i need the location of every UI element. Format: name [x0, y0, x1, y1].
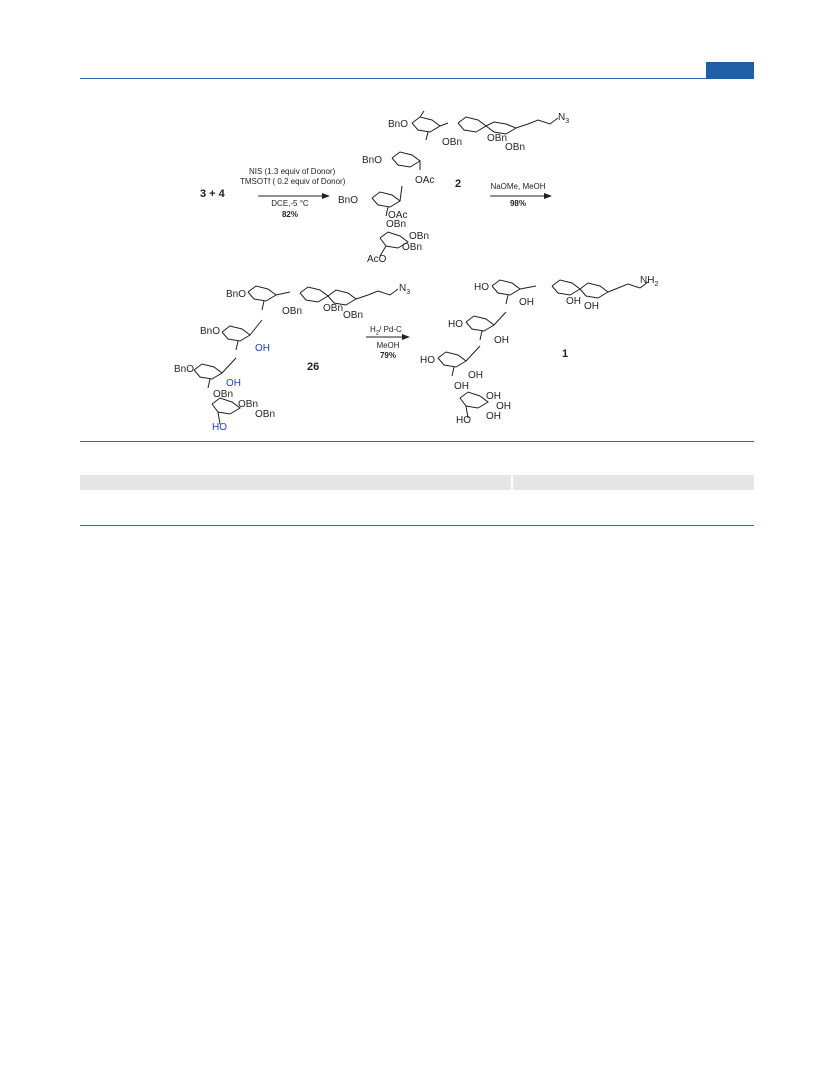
- c2-obn-3: OBn: [505, 142, 526, 153]
- c2-aco: AcO: [367, 254, 387, 265]
- c26-obn-4: OBn: [213, 389, 234, 400]
- c26-bno-1: BnO: [226, 289, 247, 300]
- c26-oh-2: OH: [226, 378, 241, 389]
- c26-bno-3: BnO: [174, 364, 195, 375]
- arrowhead-step3: [402, 334, 410, 340]
- table-bottom-rule: [80, 525, 754, 526]
- c2-obn-1: OBn: [442, 137, 463, 148]
- c1-oh-2: OH: [566, 296, 581, 307]
- table-header-band: [80, 475, 754, 490]
- compound-26-label: 26: [307, 361, 320, 373]
- c1-oh-3: OH: [584, 301, 599, 312]
- scheme-drawing: [193, 110, 649, 425]
- header-tab: [706, 62, 754, 79]
- arrowhead-step1: [322, 193, 330, 199]
- step3-reagent: H2/ Pd-C: [370, 325, 402, 337]
- table-header-divider: [511, 475, 513, 490]
- step1-solvent-temp: DCE,-5 °C: [271, 199, 309, 208]
- step3-solvent: MeOH: [376, 341, 400, 350]
- structure-compound-2: [371, 110, 559, 257]
- c2-bno-3: BnO: [338, 195, 359, 206]
- c26-obn-1: OBn: [282, 306, 303, 317]
- compound-2-label: 2: [455, 178, 462, 190]
- c2-bno-1: BnO: [388, 119, 409, 130]
- c1-oh-6: OH: [454, 381, 469, 392]
- c2-azide: N3: [558, 112, 570, 126]
- c2-obn-6: OBn: [402, 242, 423, 253]
- structure-compound-26: [193, 285, 399, 425]
- c26-obn-2: OBn: [323, 303, 344, 314]
- c2-obn-2: OBn: [487, 133, 508, 144]
- c26-obn-3: OBn: [343, 310, 364, 321]
- c1-ho-1: HO: [474, 282, 489, 293]
- c26-obn-5: OBn: [238, 399, 259, 410]
- arrowhead-step2: [544, 193, 552, 199]
- step3-yield: 79%: [379, 351, 396, 360]
- c26-bno-2: BnO: [200, 326, 221, 337]
- c1-amine: NH2: [640, 275, 659, 289]
- reactants: 3 + 4: [200, 188, 225, 200]
- c1-ho-2: HO: [448, 319, 463, 330]
- c1-oh-1: OH: [519, 297, 534, 308]
- c26-azide: N3: [399, 283, 411, 297]
- compound-1-label: 1: [562, 348, 569, 360]
- c2-oac-1: OAc: [415, 175, 435, 186]
- c26-oh-1: OH: [255, 343, 270, 354]
- c26-ho: HO: [212, 422, 227, 433]
- c26-obn-6: OBn: [255, 409, 276, 420]
- c2-bno-2: BnO: [362, 155, 383, 166]
- step1-yield: 82%: [281, 210, 298, 219]
- c1-oh-5: OH: [468, 370, 483, 381]
- c1-ho-4: HO: [456, 415, 471, 426]
- c2-obn-4: OBn: [386, 219, 407, 230]
- step1-reagent-1: NIS (1.3 equiv of Donor): [249, 167, 336, 176]
- c1-oh-9: OH: [486, 411, 501, 422]
- c1-oh-7: OH: [486, 391, 501, 402]
- c1-ho-3: HO: [420, 355, 435, 366]
- step1-reagent-2: TMSOTf ( 0.2 equiv of Donor): [240, 177, 346, 186]
- c2-obn-5: OBn: [409, 231, 430, 242]
- step2-reagent: NaOMe, MeOH: [490, 182, 546, 191]
- step2-yield: 98%: [509, 199, 526, 208]
- c1-oh-8: OH: [496, 401, 511, 412]
- header-rule: [80, 78, 754, 79]
- c2-oac-2: OAc: [388, 210, 408, 221]
- scheme-bottom-rule: [80, 441, 754, 442]
- reaction-scheme: 3 + 4 NIS (1.3 equiv of Donor) TMSOTf ( …: [0, 0, 833, 440]
- structure-compound-1: [437, 279, 649, 419]
- c1-oh-4: OH: [494, 335, 509, 346]
